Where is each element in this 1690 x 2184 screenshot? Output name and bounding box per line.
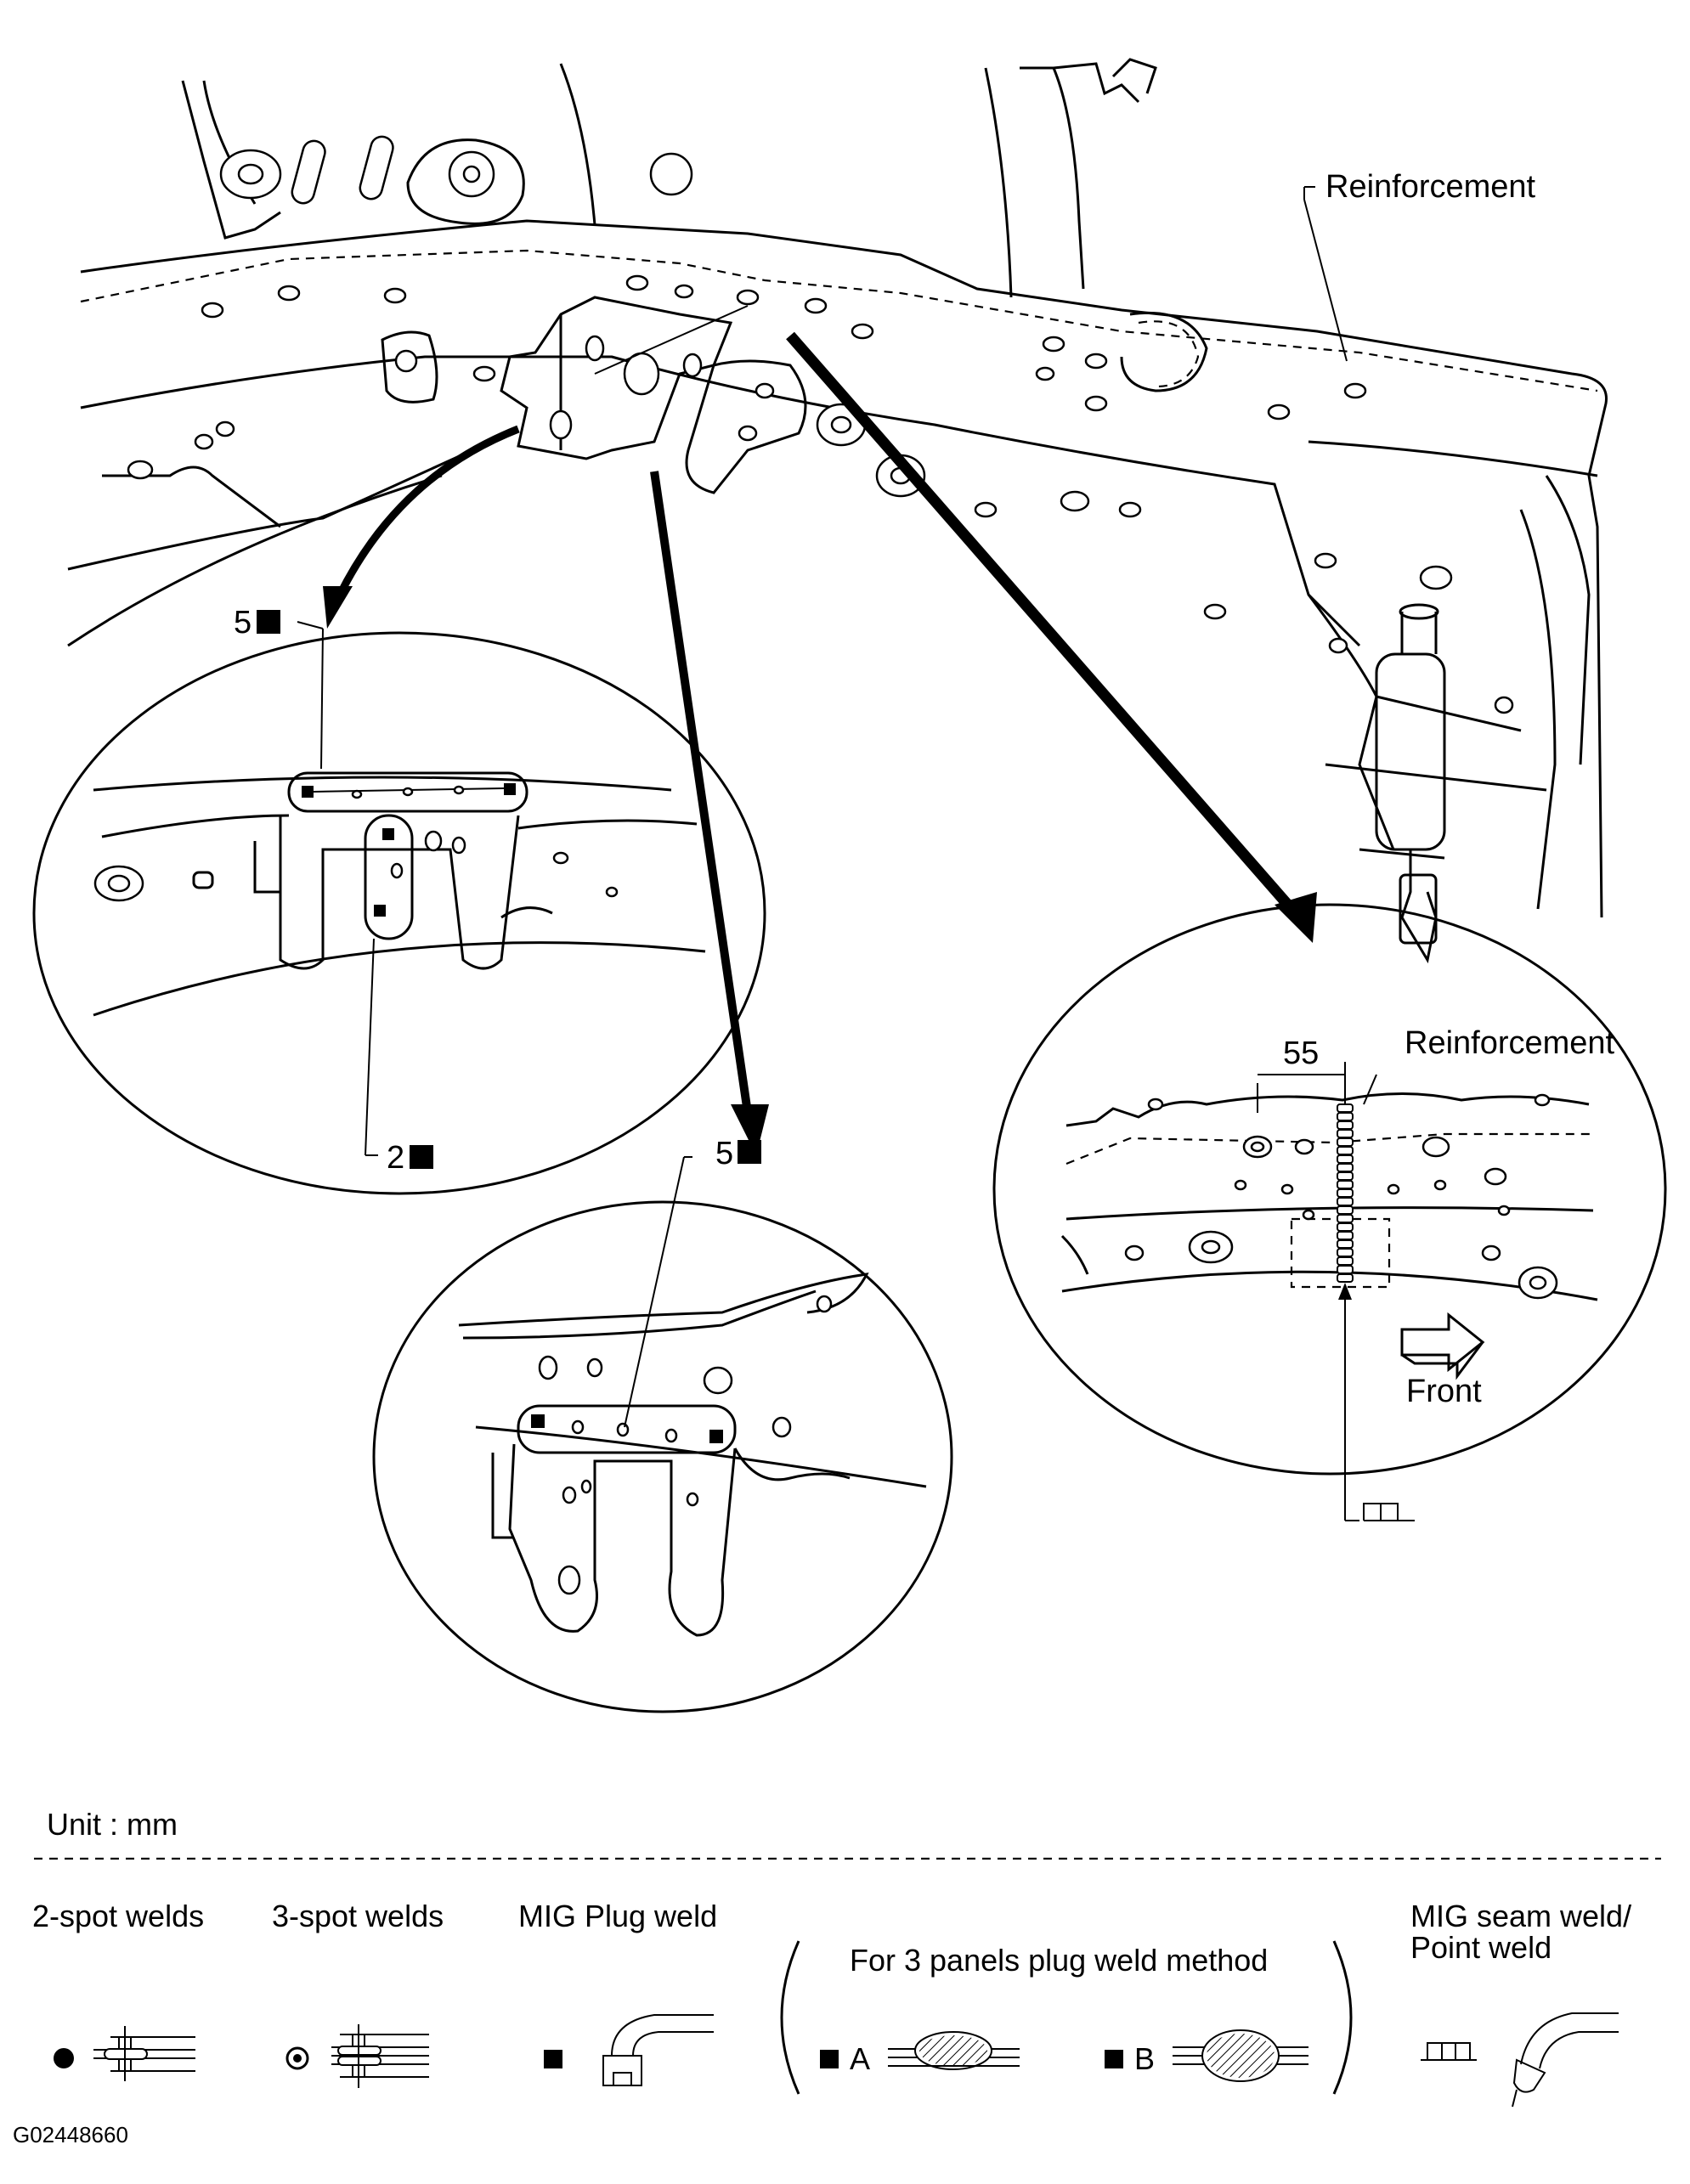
seam-weld-segment [1337,1231,1354,1240]
two-spot-symbol [54,2048,74,2068]
seam-weld-segment [1337,1180,1354,1189]
weld-legend [34,1857,1661,2108]
method-b-diagram [1173,2029,1308,2082]
mig-plug-symbol [544,2050,562,2068]
seam-weld-segment [1337,1265,1354,1274]
seam-weld-segment [1337,1112,1354,1121]
legend-mig-seam-label-2: Point weld [1410,1930,1552,1965]
legend-three-panels-label: For 3 panels plug weld method [850,1943,1268,1978]
detail-right [992,903,1667,1521]
seam-weld-segment [1337,1197,1354,1206]
legend-method-b-label: B [1134,2041,1155,2076]
body-frame-illustration [67,58,1608,964]
seam-weld-segment [1337,1222,1354,1232]
seam-weld-segment [1337,1129,1354,1138]
seam-weld-segment [1337,1154,1354,1164]
seam-weld-segment [1337,1146,1354,1155]
unit-label: Unit : mm [47,1807,178,1842]
legend-two-spot-label: 2-spot welds [32,1899,204,1933]
legend-method-a-label: A [850,2041,870,2076]
seam-weld-segment [1337,1188,1354,1198]
legend-three-spot-label: 3-spot welds [272,1899,444,1933]
seam-weld-segment [1337,1137,1354,1147]
two-spot-diagram [93,2026,195,2081]
method-a-diagram [888,2031,1020,2070]
reinforcement-detail-label: Reinforcement [1405,1025,1615,1061]
mig-seam-diagram [1512,2012,1619,2108]
seam-weld-segment [1337,1103,1354,1113]
reinforcement-main-label: Reinforcement [1325,169,1536,205]
plug-weld-marker-left-top [257,610,280,634]
plug-weld-marker-center [738,1140,761,1164]
callout-5-center: 5 [715,1136,733,1171]
detail-left [32,621,766,1195]
seam-weld-segment [1337,1248,1354,1257]
mig-seam-symbol [1421,2042,1477,2061]
seam-weld-bead [1337,1103,1354,1283]
seam-weld-segment [1337,1163,1354,1172]
seam-weld-segment [1337,1205,1354,1215]
legend-mig-seam-label-1: MIG seam weld/ [1410,1899,1631,1933]
dimension-55: 55 [1283,1036,1319,1071]
legend-mig-plug-label: MIG Plug weld [518,1899,717,1933]
plug-weld-marker-left-bottom [410,1145,433,1169]
seam-weld-segment [1337,1239,1354,1249]
seam-weld-segment [1337,1273,1354,1283]
seam-weld-segment [1337,1256,1354,1266]
figure-code: G02448660 [13,2122,128,2147]
seam-weld-segment [1337,1171,1354,1181]
callout-5-left: 5 [234,605,252,641]
detail-center [372,1156,953,1713]
three-spot-diagram [331,2024,429,2088]
front-label: Front [1406,1374,1482,1409]
seam-weld-segment [1337,1214,1354,1223]
mig-plug-diagram [602,2014,714,2086]
callout-2-left: 2 [387,1140,404,1176]
seam-weld-segment [1337,1120,1354,1130]
